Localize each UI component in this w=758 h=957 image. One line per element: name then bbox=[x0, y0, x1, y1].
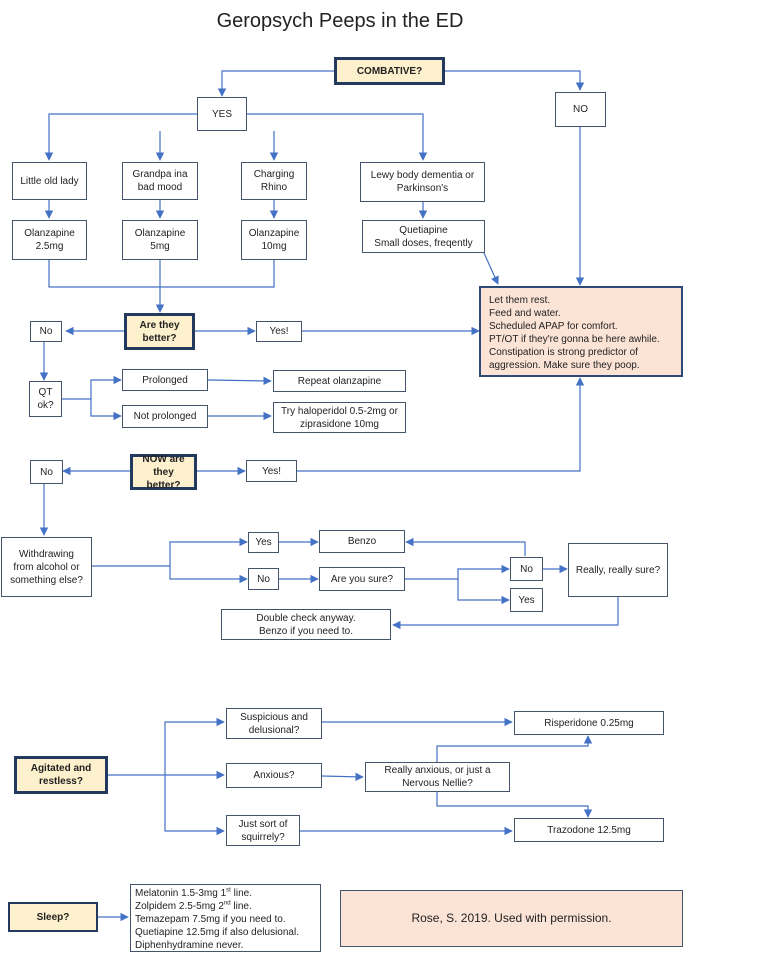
squirrely-box: Just sort of squirrely? bbox=[226, 815, 300, 846]
melatonin-tail: line. bbox=[230, 888, 252, 899]
yes-box-1: Yes! bbox=[256, 321, 302, 342]
no-box-2: No bbox=[30, 460, 63, 484]
agitated-question: Agitated and restless? bbox=[14, 756, 108, 794]
combative-question: COMBATIVE? bbox=[334, 57, 445, 85]
page-title: Geropsych Peeps in the ED bbox=[216, 10, 464, 32]
zolpidem-line: Zolpidem 2.5-5mg 2nd line. bbox=[135, 900, 316, 913]
really-anxious-box: Really anxious, or just a Nervous Nellie… bbox=[365, 762, 510, 792]
no-box-3: No bbox=[248, 568, 279, 590]
try-haloperidol-box: Try haloperidol 0.5-2mg or ziprasidone 1… bbox=[273, 402, 406, 433]
double-check-box: Double check anyway. Benzo if you need t… bbox=[221, 609, 391, 640]
zolpidem-tail: line. bbox=[230, 901, 252, 912]
quetiapine-box: Quetiapine Small doses, freqently bbox=[362, 220, 485, 253]
no-box-1: No bbox=[30, 321, 62, 342]
melatonin-text: Melatonin 1.5-3mg 1 bbox=[135, 888, 227, 899]
sleep-meds-box: Melatonin 1.5-3mg 1st line. Zolpidem 2.5… bbox=[130, 884, 321, 952]
olanzapine-2-5-box: Olanzapine 2.5mg bbox=[12, 220, 87, 260]
trazodone-box: Trazodone 12.5mg bbox=[514, 818, 664, 842]
olanzapine-10-box: Olanzapine 10mg bbox=[241, 220, 307, 260]
yes-box-2: Yes! bbox=[246, 460, 297, 482]
anxious-box: Anxious? bbox=[226, 763, 322, 788]
prolonged-box: Prolonged bbox=[122, 369, 208, 391]
now-better-question: NOW are they better? bbox=[130, 454, 197, 491]
yes-top-box: YES bbox=[197, 97, 247, 131]
yes-box-4: Yes bbox=[510, 588, 543, 612]
repeat-olanzapine-box: Repeat olanzapine bbox=[273, 370, 406, 392]
no-top-box: NO bbox=[555, 92, 606, 127]
diphenhydramine-line: Diphenhydramine never. bbox=[135, 940, 244, 951]
really-sure-box: Really, really sure? bbox=[568, 543, 668, 597]
qt-ok-box: QT ok? bbox=[29, 381, 62, 417]
charging-rhino-box: Charging Rhino bbox=[241, 162, 307, 200]
suspicious-box: Suspicious and delusional? bbox=[226, 708, 322, 739]
yes-box-3: Yes bbox=[248, 532, 279, 553]
zolpidem-text: Zolpidem 2.5-5mg 2 bbox=[135, 901, 224, 912]
risperidone-box: Risperidone 0.25mg bbox=[514, 711, 664, 735]
rest-care-note: Let them rest. Feed and water. Scheduled… bbox=[479, 286, 683, 377]
benzo-box: Benzo bbox=[319, 530, 405, 553]
temazepam-line: Temazepam 7.5mg if you need to. bbox=[135, 914, 286, 925]
little-old-lady-box: Little old lady bbox=[12, 162, 87, 200]
melatonin-ordinal: st bbox=[226, 887, 231, 894]
not-prolonged-box: Not prolonged bbox=[122, 405, 208, 428]
sleep-question: Sleep? bbox=[8, 902, 98, 932]
melatonin-line: Melatonin 1.5-3mg 1st line. bbox=[135, 887, 316, 900]
withdrawing-box: Withdrawing from alcohol or something el… bbox=[1, 537, 92, 597]
credit-box: Rose, S. 2019. Used with permission. bbox=[340, 890, 683, 947]
quetiapine-sleep-line: Quetiapine 12.5mg if also delusional. bbox=[135, 927, 299, 938]
lewy-body-box: Lewy body dementia or Parkinson's bbox=[360, 162, 485, 202]
are-they-better-question: Are they better? bbox=[124, 313, 195, 350]
olanzapine-5-box: Olanzapine 5mg bbox=[122, 220, 198, 260]
grandpa-box: Grandpa ina bad mood bbox=[122, 162, 198, 200]
no-box-4: No bbox=[510, 557, 543, 581]
are-you-sure-box: Are you sure? bbox=[319, 567, 405, 591]
zolpidem-ordinal: nd bbox=[223, 900, 231, 907]
